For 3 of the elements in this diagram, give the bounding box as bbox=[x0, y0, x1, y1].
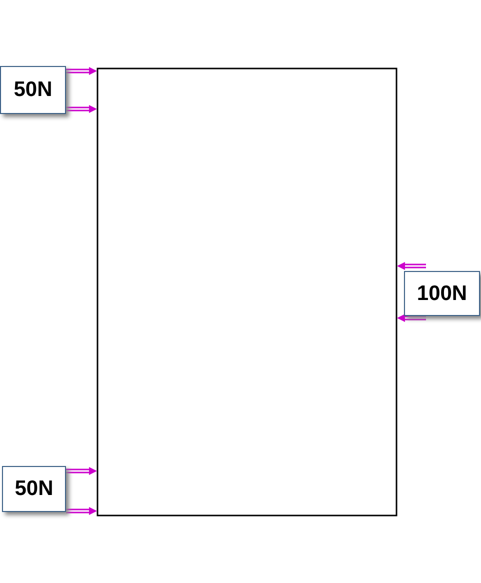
force-label: 100N bbox=[404, 271, 480, 316]
force-label: 50N bbox=[2, 466, 66, 512]
force-label: 50N bbox=[0, 66, 66, 114]
